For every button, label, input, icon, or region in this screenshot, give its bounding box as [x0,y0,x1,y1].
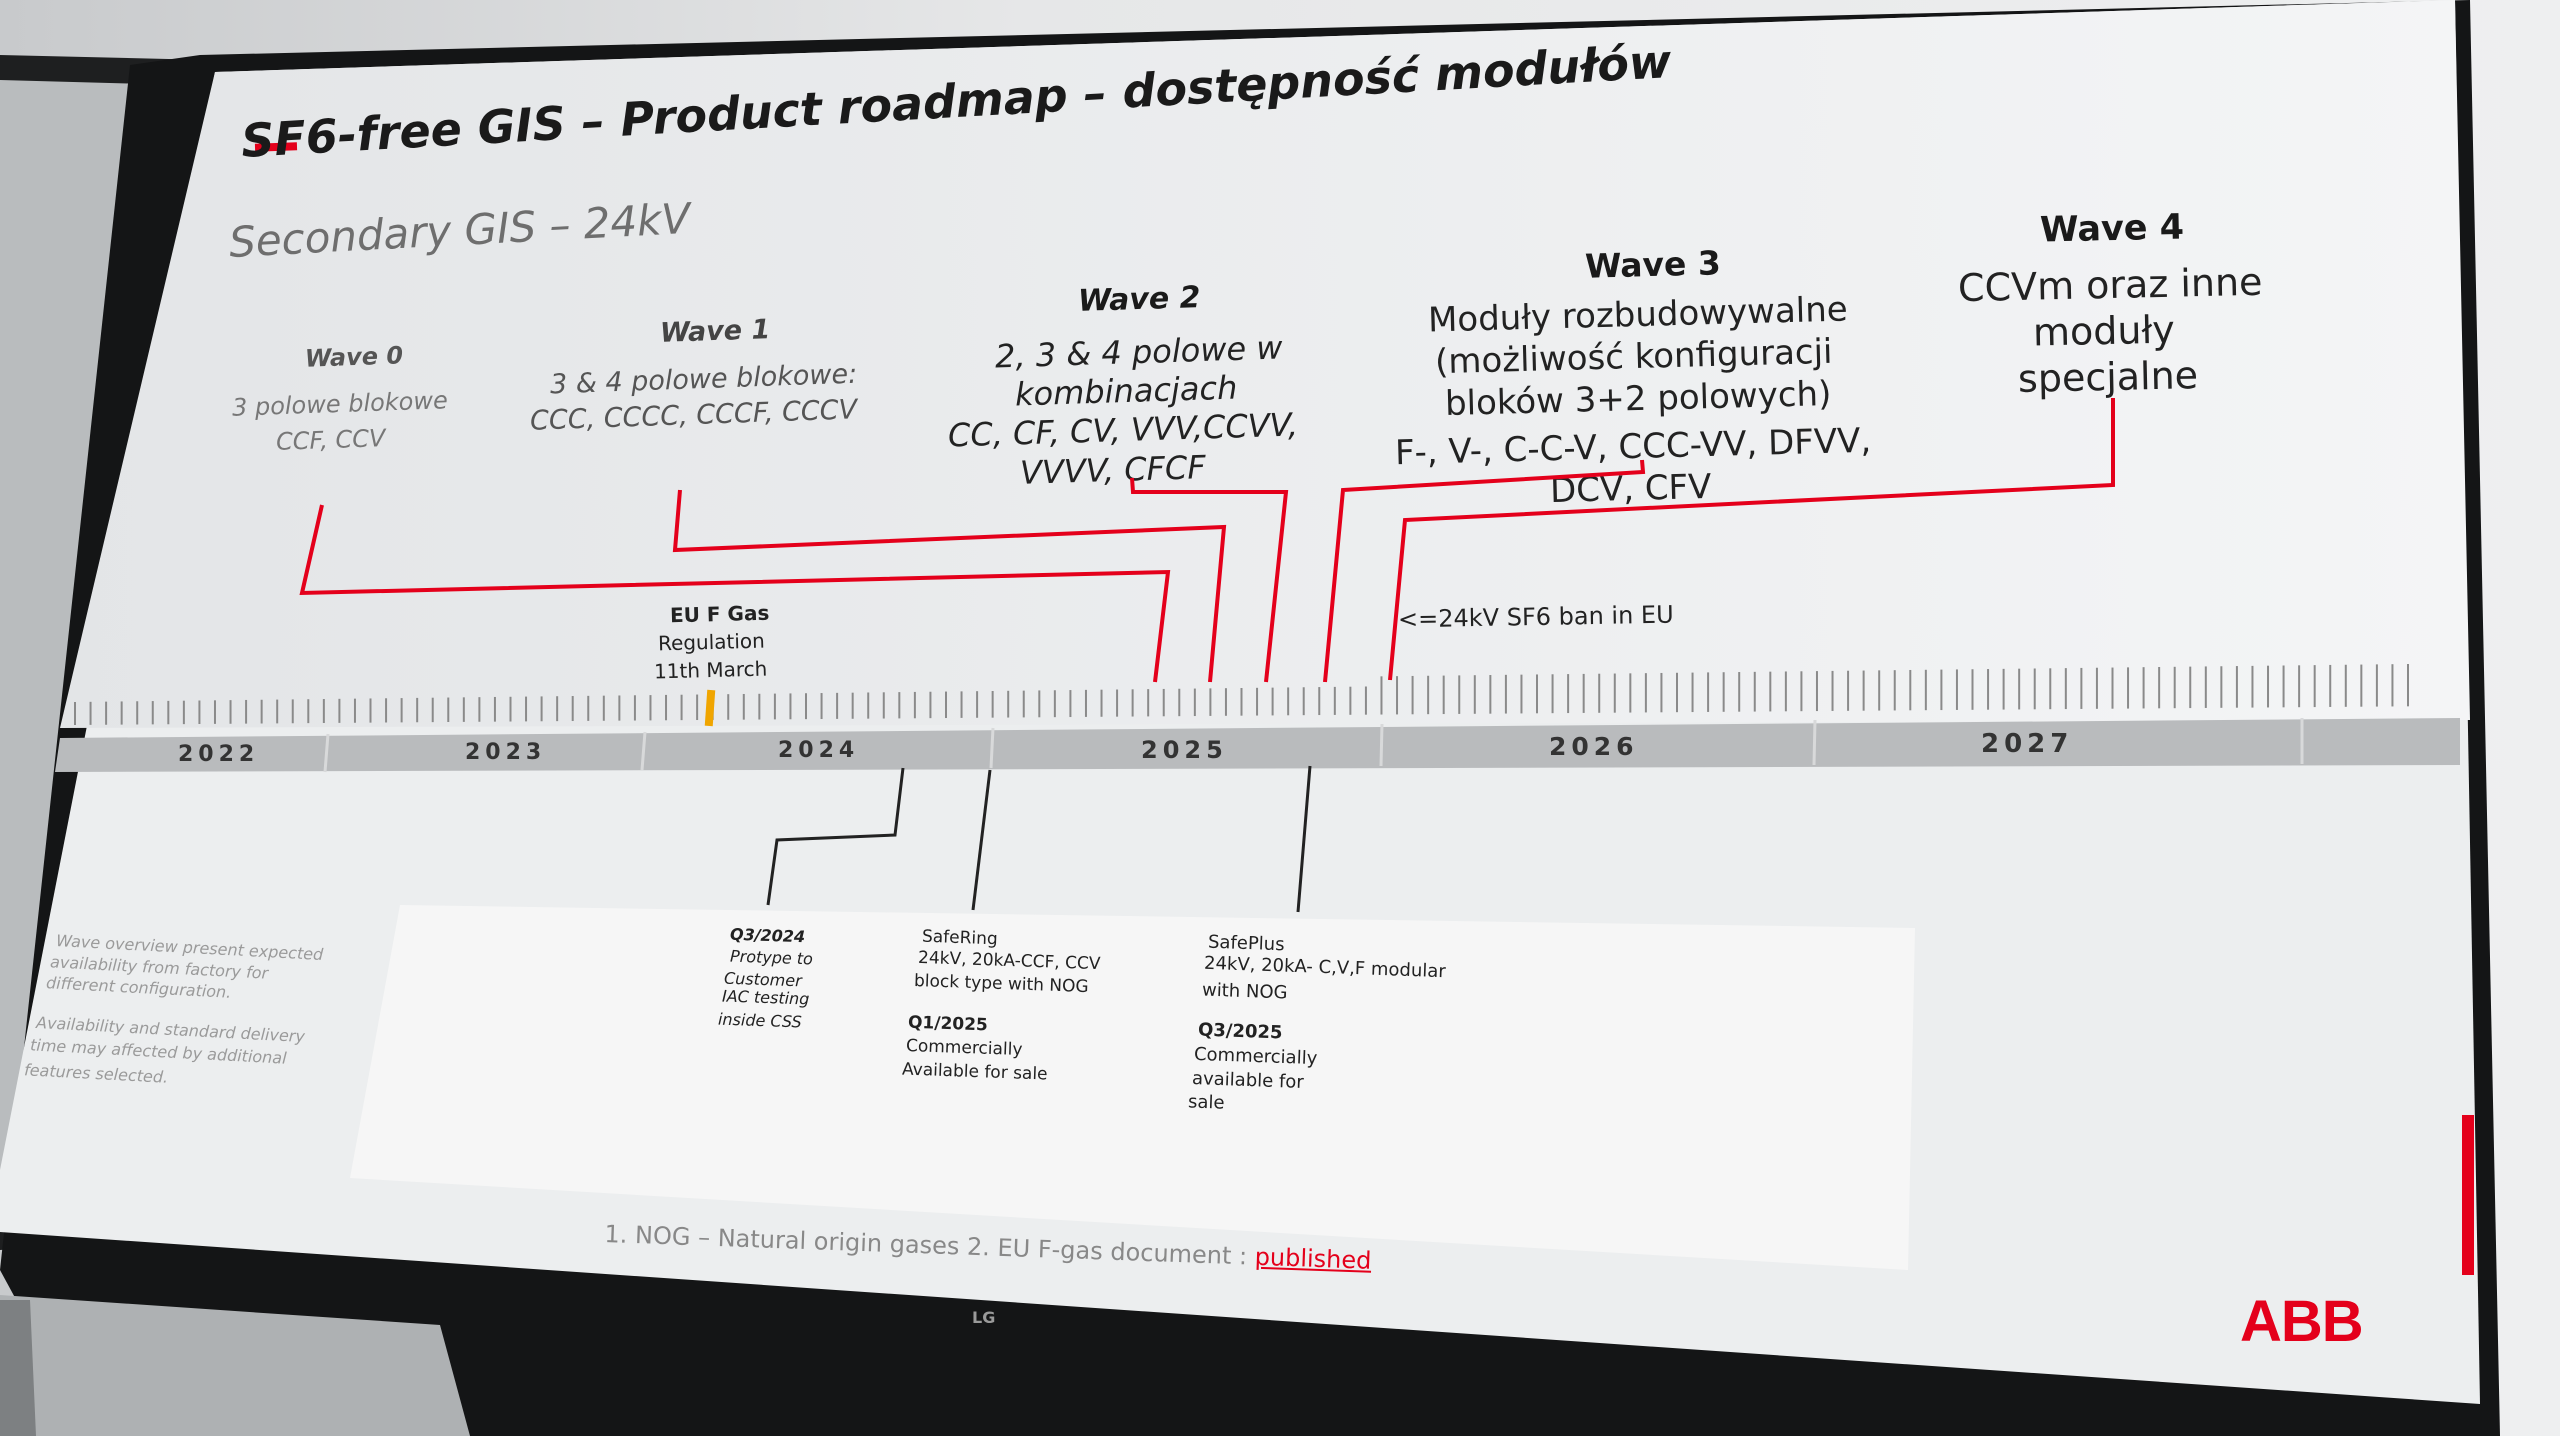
milestone-1-line-5: inside CSS [717,1009,802,1032]
eu-fgas-label-1: EU F Gas [669,600,770,628]
milestone-3-line-7: available for [1191,1068,1305,1093]
wave-1-connector [672,489,1227,683]
sf6-ban-label: <=24kV SF6 ban in EU [1397,600,1674,634]
year-2025: 2025 [1141,736,1228,764]
tv-brand-logo: LG [972,1308,996,1327]
milestone-1-line-2: Protype to [729,946,814,969]
timeline-ticks [74,664,2409,725]
milestone-2-connector [971,769,992,911]
milestone-1-connector [766,767,905,906]
year-2024: 2024 [778,738,860,763]
eu-fgas-label-2: Regulation [657,628,766,656]
milestone-3-connector [1296,765,1312,913]
wave-2-connector [1130,477,1289,683]
milestone-2-line-6: Commercially [905,1035,1023,1061]
eu-fgas-label-3: 11th March [653,656,768,684]
milestone-1-line-4: IAC testing [721,986,810,1009]
published-link[interactable]: published [1254,1242,1372,1275]
milestone-2-line-1: SafeRing [921,926,999,950]
year-2026: 2026 [1549,732,1639,761]
milestone-3-line-8: sale [1187,1091,1225,1114]
milestone-2-line-7: Available for sale [901,1059,1048,1085]
year-2022: 2022 [178,742,260,767]
year-2027: 2027 [1981,729,2074,759]
wave-3-connector-a [1323,459,1646,683]
wave-0-connector [299,504,1171,683]
milestone-3-line-1: SafePlus [1207,931,1285,956]
abb-logo: ABB [2240,1289,2364,1354]
milestone-3-line-5: Q3/2025 [1197,1019,1283,1044]
wave-4-connector [1388,398,2115,681]
milestone-3-line-6: Commercially [1193,1043,1318,1070]
eu-fgas-marker [704,689,716,727]
milestone-3-line-3: with NOG [1201,979,1288,1004]
year-band [55,718,2460,772]
milestone-2-line-5: Q1/2025 [907,1012,989,1036]
milestone-1-line-1: Q3/2024 [729,924,806,947]
year-2023: 2023 [465,740,547,765]
